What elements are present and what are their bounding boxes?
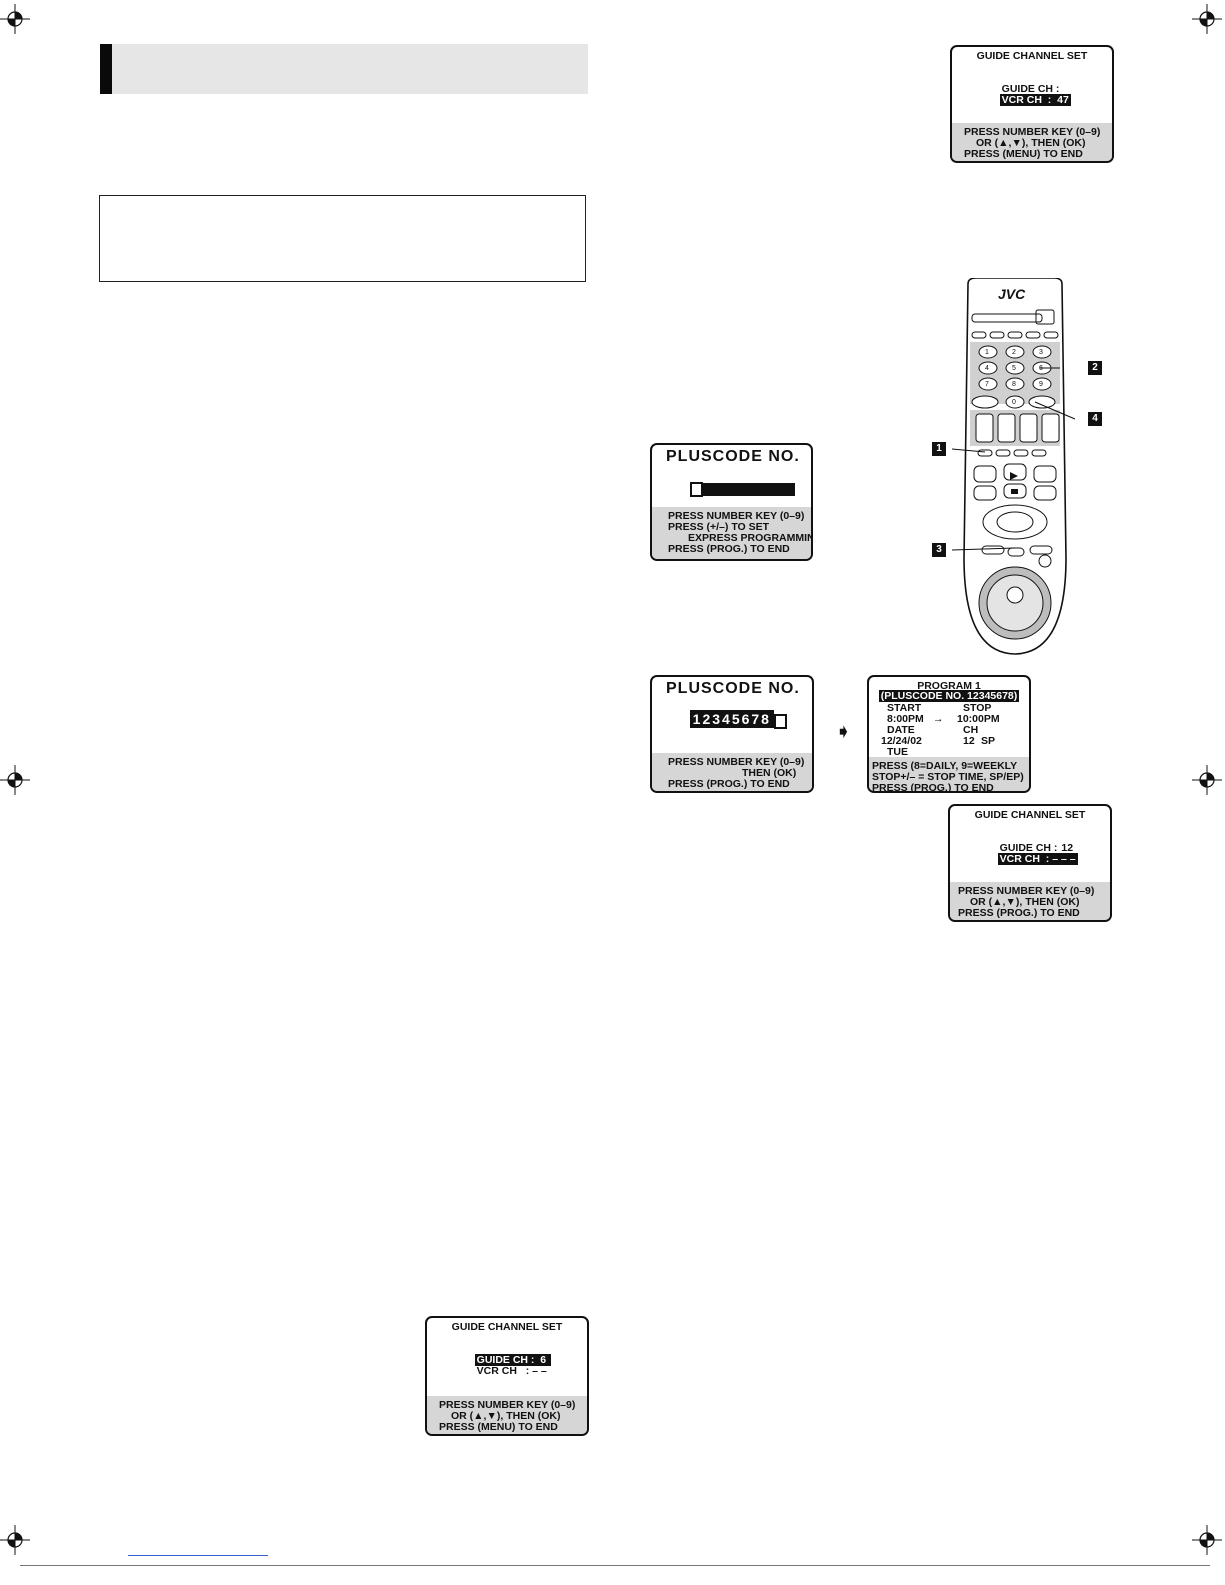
speed-value: SP [981, 735, 996, 747]
callout-3: 3 [932, 543, 946, 557]
pluscode-input [678, 471, 795, 508]
registration-mark-icon [1192, 1525, 1222, 1555]
flow-arrow-icon: ➧ [835, 721, 852, 743]
key-8[interactable]: 8 [1012, 381, 1016, 388]
osd-guide-channel-set-menu: GUIDE CHANNEL SET GUIDE CH : 6 VCR CH : … [950, 45, 1114, 163]
osd-footer: PRESS NUMBER KEY (0–9) OR (▲,▼), THEN (O… [950, 882, 1110, 920]
key-3[interactable]: 3 [1039, 349, 1043, 356]
remote-control-illustration: JVC 1 2 3 4 5 6 7 8 9 0 [960, 277, 1070, 656]
cursor-icon [689, 482, 703, 497]
start-label: START [887, 702, 922, 714]
callout-4: 4 [1088, 412, 1102, 426]
osd-footer: PRESS NUMBER KEY (0–9) OR (▲,▼), THEN (O… [427, 1396, 587, 1434]
osd-title: PLUSCODE NO. [666, 448, 800, 465]
key-7[interactable]: 7 [985, 381, 989, 388]
section-title-tab [100, 44, 112, 94]
osd-title: GUIDE CHANNEL SET [451, 1321, 563, 1333]
registration-mark-icon [1192, 4, 1222, 34]
remote-brand-logo: JVC [998, 286, 1026, 302]
ch-label: CH [963, 724, 979, 736]
osd-footer: PRESS (8=DAILY, 9=WEEKLY STOP+/– = STOP … [869, 757, 1029, 791]
date-value: 12/24/02 [881, 735, 922, 747]
date-label: DATE [887, 724, 915, 736]
pluscode-code-row: 12345678 [678, 703, 787, 740]
note-box [99, 195, 586, 282]
osd-pluscode-entry: PLUSCODE NO. PRESS NUMBER KEY (0–9) PRES… [650, 443, 813, 561]
vcr-ch-row: VCR CH : 47 [999, 94, 1071, 106]
registration-mark-icon [0, 4, 30, 34]
program-title: PROGRAM 1 [917, 680, 981, 692]
registration-mark-icon [1192, 765, 1222, 795]
start-value: 8:00PM [887, 713, 924, 725]
guide-ch-value: 6 [540, 1354, 547, 1366]
callout-1: 1 [932, 442, 946, 456]
registration-mark-icon [0, 765, 30, 795]
guide-ch-row: GUIDE CH :12 [999, 842, 1074, 854]
section-title-band [100, 44, 588, 94]
pluscode-code: 12345678 [689, 710, 774, 729]
key-1[interactable]: 1 [985, 349, 989, 356]
osd-footer: PRESS NUMBER KEY (0–9) PRESS (+/–) TO SE… [652, 507, 811, 559]
osd-footer: PRESS NUMBER KEY (0–9) OR (▲,▼), THEN (O… [952, 123, 1112, 161]
ch-value: 12 [963, 735, 975, 747]
footer-rule [20, 1565, 1210, 1566]
vcr-ch-row: VCR CH : – – [476, 1365, 547, 1377]
key-2[interactable]: 2 [1012, 349, 1016, 356]
osd-footer: PRESS NUMBER KEY (0–9) THEN (OK) PRESS (… [652, 753, 812, 791]
osd-program-1: PROGRAM 1 (PLUSCODE NO. 12345678) START … [867, 675, 1031, 793]
arrow-right-icon: → [933, 713, 944, 725]
osd-title: PLUSCODE NO. [666, 680, 800, 697]
vcr-ch-row: VCR CH : – – – [997, 853, 1078, 865]
osd-title: GUIDE CHANNEL SET [974, 809, 1086, 821]
day-value: TUE [887, 746, 908, 758]
key-9[interactable]: 9 [1039, 381, 1043, 388]
footer-link-underline [128, 1555, 268, 1556]
guide-ch-row: GUIDE CH : 6 [463, 1344, 552, 1377]
vcr-ch-value: – – [532, 1365, 547, 1377]
osd-guide-channel-set-prog: GUIDE CHANNEL SET GUIDE CH :12 VCR CH : … [948, 804, 1112, 922]
callout-2: 2 [1088, 361, 1102, 375]
stop-value: 10:00PM [957, 713, 1000, 725]
osd-title: GUIDE CHANNEL SET [976, 50, 1088, 62]
key-0[interactable]: 0 [1012, 399, 1016, 406]
vcr-ch-value: – – – [1052, 853, 1076, 865]
osd-guide-channel-set-bottom: GUIDE CHANNEL SET GUIDE CH : 6 VCR CH : … [425, 1316, 589, 1436]
key-5[interactable]: 5 [1012, 365, 1016, 372]
guide-ch-value: 12 [1061, 842, 1074, 854]
callout-leaders [951, 367, 1076, 551]
key-4[interactable]: 4 [985, 365, 989, 372]
registration-mark-icon [0, 1525, 30, 1555]
cursor-icon [773, 714, 787, 729]
program-subtitle: (PLUSCODE NO. 12345678) [878, 690, 1020, 702]
osd-pluscode-entered: PLUSCODE NO. 12345678 PRESS NUMBER KEY (… [650, 675, 814, 793]
stop-label: STOP [963, 702, 992, 714]
vcr-ch-value: 47 [1057, 94, 1069, 106]
